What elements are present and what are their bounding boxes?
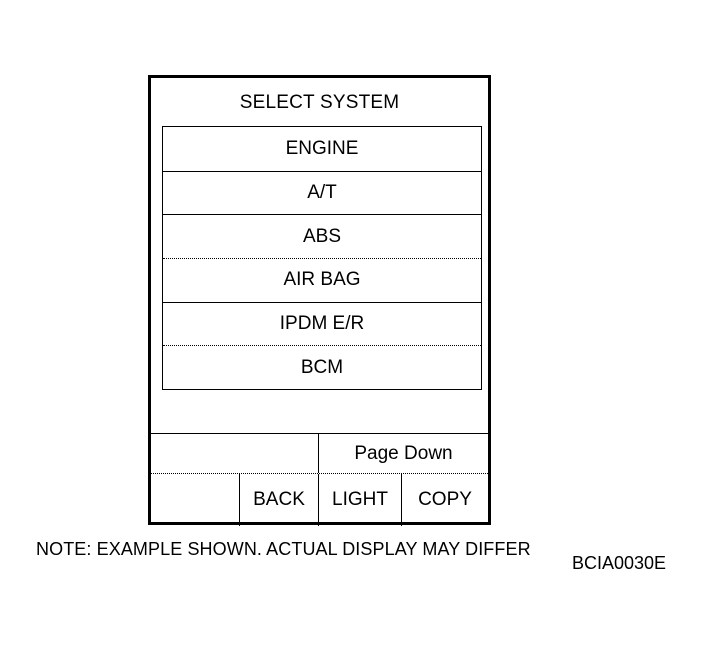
screen-title: SELECT SYSTEM xyxy=(239,92,400,113)
menu-item-abs[interactable]: ABS xyxy=(163,214,481,258)
menu-item-bcm[interactable]: BCM xyxy=(163,345,481,389)
page-row: Page Down xyxy=(151,434,488,474)
consult-screen: SELECT SYSTEM ENGINE A/T ABS AIR BAG IPD… xyxy=(148,75,491,526)
function-row: BACK LIGHT COPY xyxy=(151,474,488,526)
page-down-button[interactable]: Page Down xyxy=(354,442,453,464)
menu-item-ipdm-er[interactable]: IPDM E/R xyxy=(163,301,481,346)
light-button[interactable]: LIGHT xyxy=(319,474,402,526)
back-button[interactable]: BACK xyxy=(240,474,319,526)
menu-item-engine[interactable]: ENGINE xyxy=(285,137,359,159)
empty-cell xyxy=(151,434,319,473)
menu-item-at[interactable]: A/T xyxy=(163,170,481,215)
menu-item-air-bag[interactable]: AIR BAG xyxy=(163,258,481,302)
empty-button-slot xyxy=(151,474,240,526)
bottom-button-bar: Page Down BACK LIGHT COPY xyxy=(151,433,488,526)
example-note: NOTE: EXAMPLE SHOWN. ACTUAL DISPLAY MAY … xyxy=(36,539,531,559)
copy-button[interactable]: COPY xyxy=(418,489,472,510)
figure-code: BCIA0030E xyxy=(572,553,667,573)
system-menu: ENGINE A/T ABS AIR BAG IPDM E/R BCM xyxy=(162,126,482,391)
